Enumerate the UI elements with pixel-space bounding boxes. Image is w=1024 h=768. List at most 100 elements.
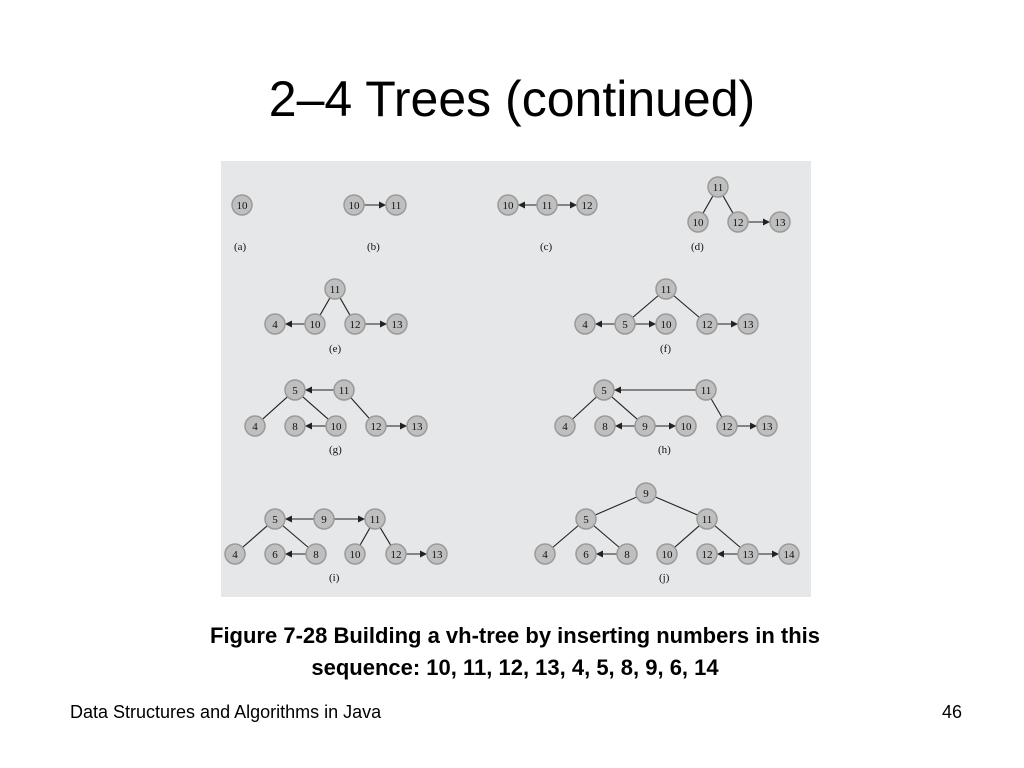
tree-node-circle [264,508,286,530]
tree-node-value: 13 [432,549,444,561]
tree-node-circle [333,379,355,401]
child-link-line [594,496,638,516]
child-link-line [632,295,659,318]
child-link-line [593,525,620,548]
tree-node-circle [656,543,678,565]
tree-node-value: 4 [232,549,238,561]
tree-node-circle [534,543,556,565]
child-link-line [302,396,329,420]
child-link-line [722,195,734,214]
panel-label: (b) [367,241,380,253]
tree-node-value: 8 [292,421,298,433]
tree-node-value: 11 [330,284,341,296]
child-link-line [710,398,723,418]
tree-node-value: 12 [350,319,361,331]
child-link-line [571,396,598,420]
tree-node-circle [574,313,596,335]
tree-node-value: 5 [583,514,589,526]
tree-node-circle [696,508,718,530]
tree-node-value: 13 [743,319,755,331]
tree-node-value: 13 [392,319,404,331]
tree-node-value: 12 [391,549,402,561]
tree-node-circle [364,508,386,530]
child-link-line [379,527,392,546]
tree-node-circle [224,543,246,565]
tree-node-circle [593,379,615,401]
child-link-line [552,525,579,548]
tree-node-circle [284,415,306,437]
tree-node-circle [707,176,729,198]
tree-node-circle [244,415,266,437]
child-link-line [359,527,371,546]
tree-node-value: 10 [350,549,362,561]
tree-node-value: 12 [702,319,713,331]
page-number: 46 [941,702,962,722]
tree-node-value: 11 [339,385,350,397]
tree-node-value: 8 [313,549,319,561]
child-link-line [319,297,331,316]
tree-node-value: 10 [662,549,674,561]
tree-node-circle [264,543,286,565]
panel-label: (g) [329,444,342,456]
tree-node-circle [695,379,717,401]
tree-node-circle [324,278,346,300]
panel-label: (h) [658,444,671,456]
tree-node-value: 4 [582,319,588,331]
tree-node-circle [737,543,759,565]
panel-label: (f) [660,343,671,355]
figure-caption: Figure 7-28 Building a vh-tree by insert… [110,620,920,684]
tree-node-value: 10 [503,200,515,212]
tree-node-value: 12 [702,549,713,561]
tree-node-circle [365,415,387,437]
tree-node-circle [687,211,709,233]
tree-node-circle [756,415,778,437]
tree-node-value: 9 [643,488,649,500]
tree-node-circle [343,194,365,216]
tree-node-value: 12 [371,421,382,433]
tree-node-value: 4 [252,421,258,433]
tree-node-value: 5 [622,319,628,331]
caption-line-1: Figure 7-28 Building a vh-tree by insert… [210,623,820,648]
tree-node-circle [614,313,636,335]
tree-node-value: 5 [272,514,278,526]
tree-node-circle [313,508,335,530]
tree-node-value: 4 [562,421,568,433]
tree-node-circle [385,543,407,565]
child-link-line [339,297,351,316]
tree-node-circle [325,415,347,437]
slide-title: 2–4 Trees (continued) [268,71,756,127]
tree-node-circle [575,508,597,530]
tree-node-value: 10 [331,421,343,433]
tree-node-circle [426,543,448,565]
tree-node-value: 10 [310,319,322,331]
tree-node-value: 13 [743,549,755,561]
panel-label: (d) [691,241,704,253]
tree-node-value: 4 [542,549,548,561]
tree-node-value: 11 [713,182,724,194]
tree-node-circle [497,194,519,216]
caption-line-2: sequence: 10, 11, 12, 13, 4, 5, 8, 9, 6,… [311,655,719,680]
tree-node-value: 5 [601,385,607,397]
child-link-line [702,195,714,214]
tree-node-value: 6 [583,549,589,561]
tree-node-value: 11 [542,200,553,212]
tree-node-circle [576,194,598,216]
child-link-line [674,525,700,548]
tree-node-value: 10 [693,217,705,229]
tree-node-circle [778,543,800,565]
tree-node-value: 11 [370,514,381,526]
tree-node-circle [231,194,253,216]
tree-panel: 10(a) [231,194,253,253]
tree-node-value: 6 [272,549,278,561]
tree-node-circle [386,313,408,335]
tree-node-value: 11 [661,284,672,296]
tree-node-circle [305,543,327,565]
